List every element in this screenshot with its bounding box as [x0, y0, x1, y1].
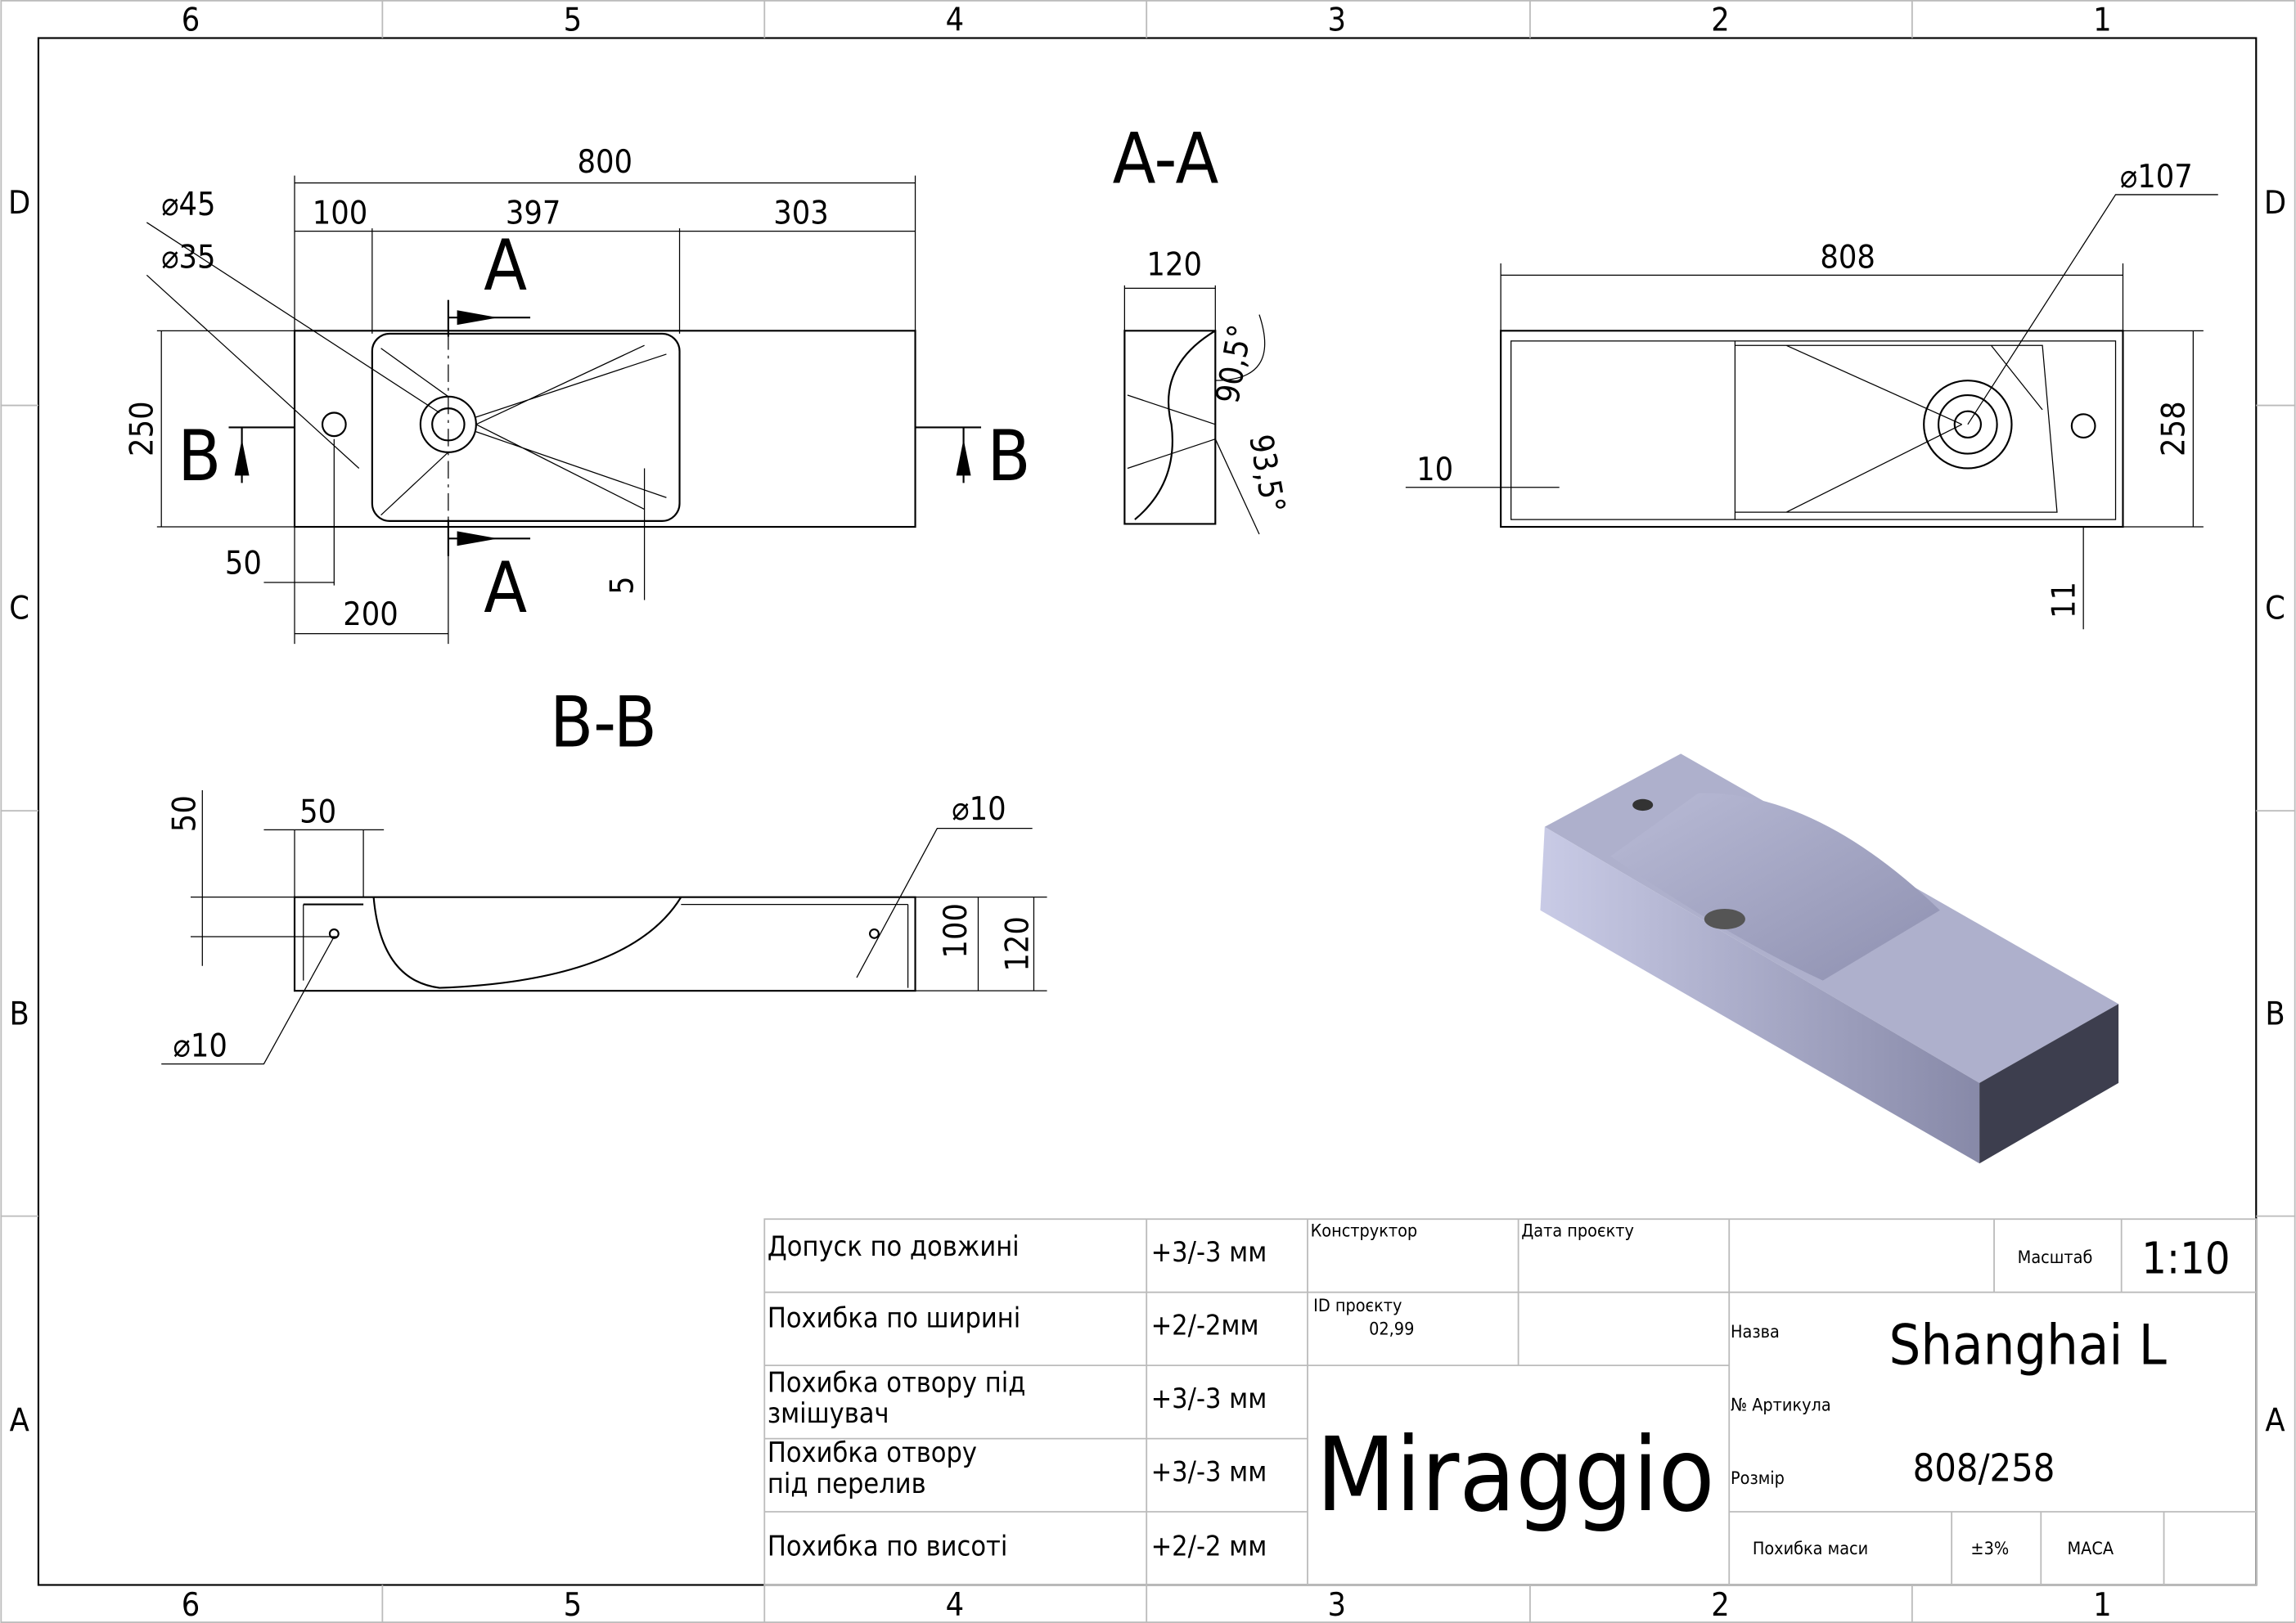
sink-3d-render	[1540, 753, 2119, 1164]
grid-col-label: 5	[564, 1586, 583, 1623]
section-aa-title: A-A	[1113, 119, 1219, 200]
tolerance-value: +2/-2мм	[1151, 1310, 1259, 1342]
dim-bb-120: 120	[998, 916, 1036, 972]
dim-5: 5	[603, 576, 641, 595]
dim-angle-93-5: 93,5°	[1241, 432, 1292, 516]
dim-100: 100	[313, 195, 368, 232]
grid-row-label: C	[9, 590, 29, 627]
dim-d107: ⌀107	[2120, 158, 2193, 196]
grid-row-label: A	[10, 1402, 29, 1440]
tolerance-value: +2/-2 мм	[1151, 1531, 1267, 1563]
grid-col-label: 1	[2093, 1586, 2112, 1623]
dim-bb-d10: ⌀10	[952, 790, 1006, 828]
grid-row-label: B	[2265, 995, 2285, 1032]
project-id-label: ID проєкту	[1313, 1296, 1402, 1316]
cut-label-b: B	[988, 416, 1031, 497]
dim-808: 808	[1820, 238, 1875, 276]
title-block: Допуск по довжині +3/-3 мм Похибка по ши…	[763, 1218, 2258, 1586]
dim-11: 11	[2045, 582, 2082, 618]
tolerance-label: Допуск по довжині	[768, 1230, 1020, 1263]
tolerance-label: Похибка отвору під	[768, 1366, 1025, 1399]
tolerance-label: змішувач	[768, 1397, 889, 1430]
grid-col-label: 1	[2093, 2, 2112, 39]
scale-label: Масштаб	[2018, 1248, 2093, 1268]
section-bb-view: B-B 50 50 ⌀10 ⌀10 100 120	[161, 681, 1047, 1065]
dim-bb-50-horizontal: 50	[299, 793, 336, 830]
cut-label-a: A	[484, 225, 527, 307]
grid-row-label: C	[2265, 590, 2285, 627]
mass-tolerance-label: Похибка маси	[1753, 1539, 1868, 1559]
designer-label: Конструктор	[1311, 1221, 1418, 1242]
dim-200: 200	[343, 596, 398, 633]
grid-col-label: 6	[182, 1586, 200, 1623]
section-aa-view: A-A 120 90,5° 93,5°	[1113, 119, 1292, 535]
tolerance-value: +3/-3 мм	[1151, 1455, 1267, 1488]
grid-row-label: A	[2265, 1402, 2285, 1440]
dim-d45: ⌀45	[161, 186, 215, 223]
dim-d35: ⌀35	[161, 238, 215, 276]
tolerance-label: під перелив	[768, 1468, 926, 1500]
article-label: № Артикула	[1731, 1396, 1831, 1416]
size-value: 808/258	[1913, 1445, 2055, 1490]
grid-col-label: 4	[946, 1586, 965, 1623]
dim-397: 397	[506, 195, 561, 232]
dim-bb-50-vertical: 50	[165, 795, 203, 832]
project-id: 02,99	[1369, 1320, 1414, 1340]
grid-col-label: 2	[1711, 1586, 1730, 1623]
dim-303: 303	[773, 195, 829, 232]
top-view: A A B B 800 100 397 303 ⌀45 ⌀35 250 50 2…	[123, 143, 1031, 645]
tolerance-label: Похибка по ширині	[768, 1302, 1020, 1335]
right-top-view: ⌀107 808 10 258 11	[1405, 158, 2218, 630]
dim-angle-90-5: 90,5°	[1209, 321, 1259, 406]
scale-value: 1:10	[2141, 1232, 2230, 1284]
tolerance-label: Похибка по висоті	[768, 1531, 1008, 1563]
grid-row-label: B	[10, 995, 29, 1032]
dim-10: 10	[1416, 451, 1453, 488]
mass-tolerance-value: ±3%	[1970, 1539, 2009, 1559]
grid-col-label: 2	[1711, 2, 1730, 39]
mass-label: МАСА	[2067, 1539, 2114, 1559]
grid-col-label: 6	[182, 2, 200, 39]
dim-250: 250	[123, 401, 160, 456]
section-bb-title: B-B	[550, 681, 657, 763]
dim-bb-d10: ⌀10	[173, 1027, 227, 1065]
product-name: Shanghai L	[1889, 1313, 2167, 1378]
dim-aa-120: 120	[1146, 245, 1202, 283]
date-label: Дата проєкту	[1521, 1221, 1634, 1242]
dim-bb-100: 100	[937, 903, 975, 959]
grid-col-label: 5	[564, 2, 583, 39]
grid-row-label: D	[2264, 184, 2286, 222]
grid-row-label: D	[8, 184, 30, 222]
name-label: Назва	[1731, 1322, 1780, 1342]
dim-50: 50	[225, 544, 262, 582]
brand-logo: Miraggio	[1316, 1415, 1714, 1535]
tolerance-value: +3/-3 мм	[1151, 1382, 1267, 1415]
cut-label-a: A	[484, 547, 527, 629]
grid-col-label: 3	[1328, 1586, 1347, 1623]
tolerance-label: Похибка отвору	[768, 1436, 977, 1469]
cut-label-b: B	[178, 416, 221, 497]
size-label: Розмір	[1731, 1468, 1785, 1489]
grid-col-label: 3	[1328, 2, 1347, 39]
grid-col-label: 4	[946, 2, 965, 39]
tolerance-value: +3/-3 мм	[1151, 1236, 1267, 1269]
dim-258: 258	[2155, 401, 2193, 456]
dim-800: 800	[578, 143, 633, 181]
